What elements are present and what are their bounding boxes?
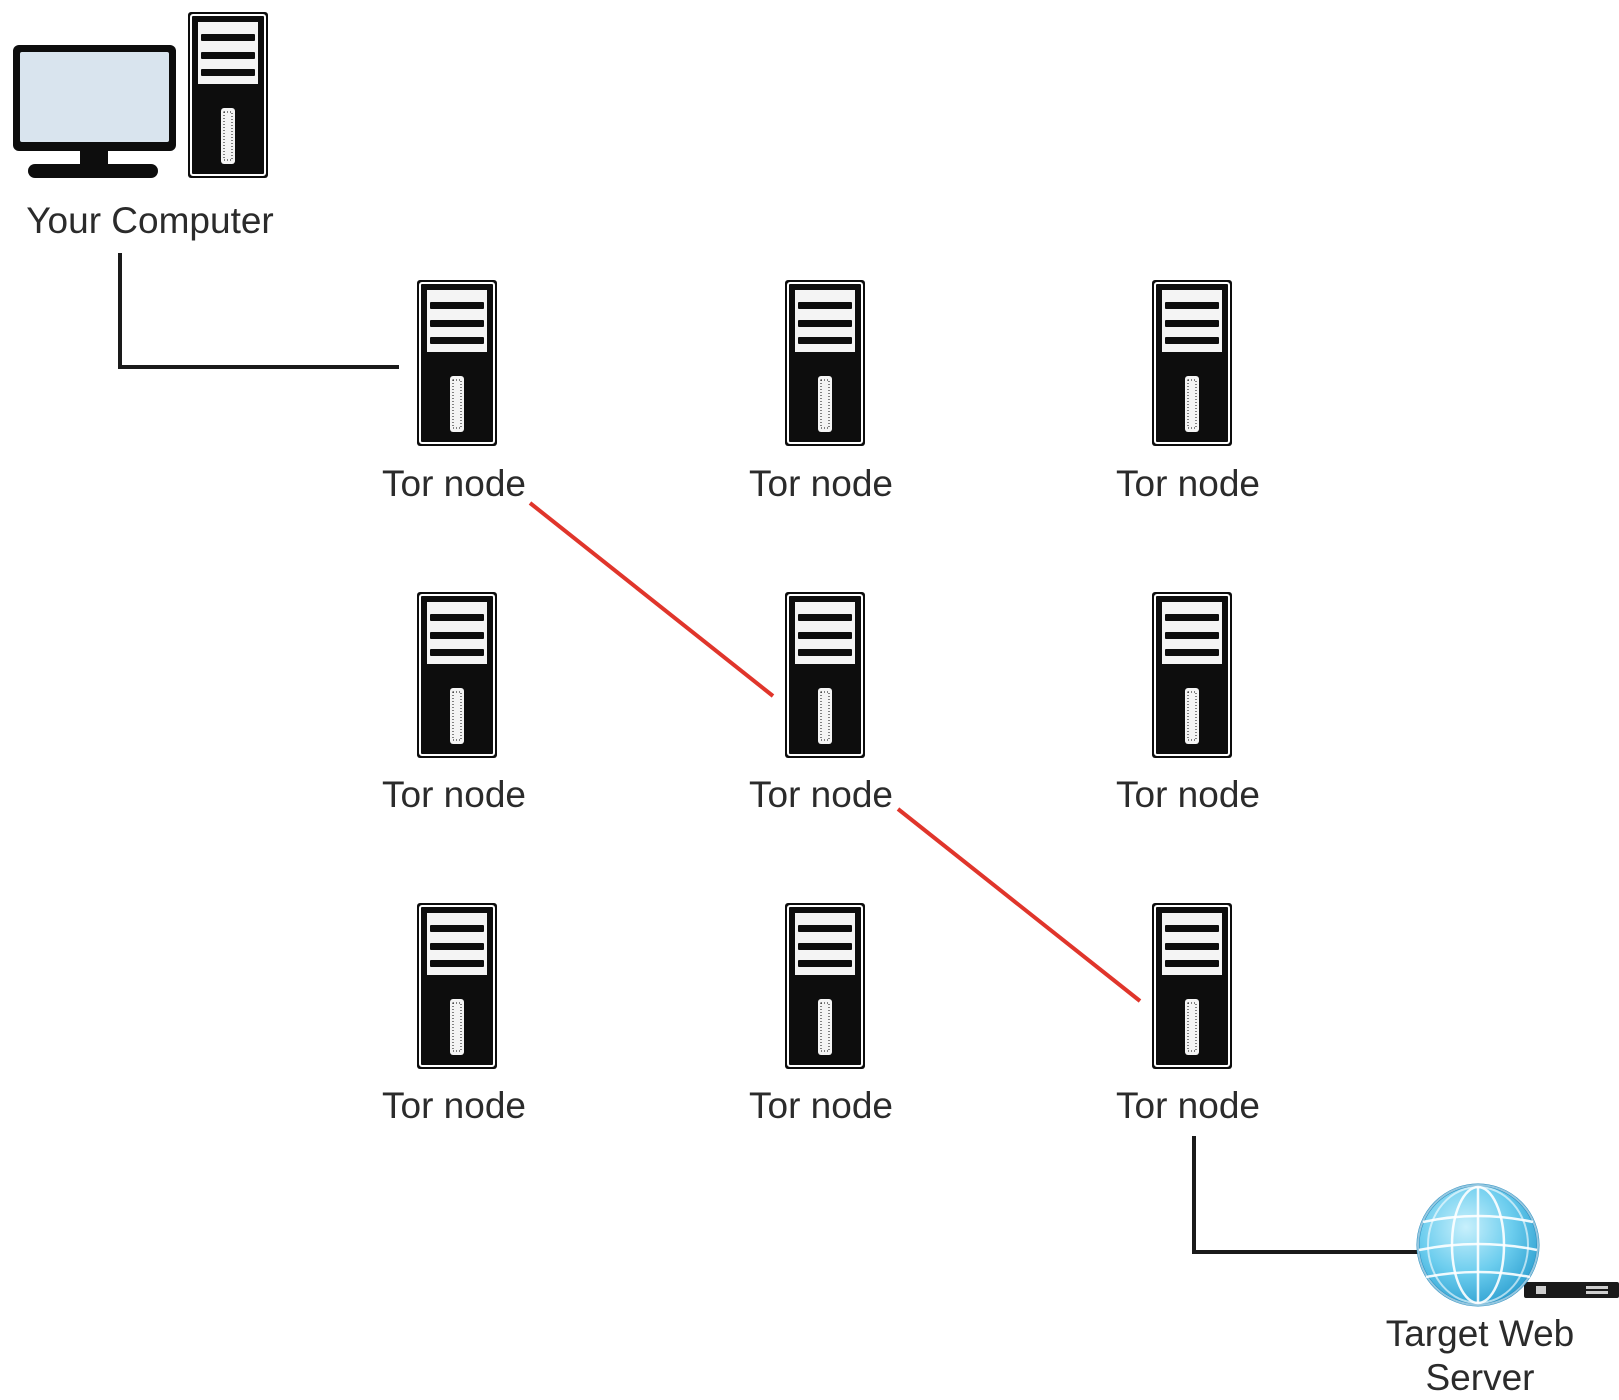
tor-node-label-1-2: Tor node: [749, 463, 893, 504]
tor-node-icon-3-2: [784, 902, 866, 1070]
tor-node-label-2-2: Tor node: [749, 774, 893, 815]
tor-node-label-3-3: Tor node: [1116, 1085, 1260, 1126]
tor-node-icon-1-1: [416, 279, 498, 447]
target-label-line2: Server: [1425, 1357, 1535, 1398]
computer-label: Your Computer: [26, 200, 274, 241]
tor-node-icon-1-2: [784, 279, 866, 447]
tor-node-icon-2-3: [1151, 591, 1233, 759]
tor-node-label-3-1: Tor node: [382, 1085, 526, 1126]
target-label: Target Web Server: [1386, 1312, 1575, 1400]
link-exit-node-to-target: [1192, 1136, 1418, 1254]
tor-node-label-1-3: Tor node: [1116, 463, 1260, 504]
circuit-link-entry-to-middle: [528, 501, 775, 698]
link-computer-to-entry-node: [118, 253, 399, 369]
target-label-line1: Target Web: [1385, 1313, 1575, 1354]
tor-node-label-3-2: Tor node: [749, 1085, 893, 1126]
circuit-link-middle-to-exit: [896, 807, 1142, 1003]
tor-node-icon-3-1: [416, 902, 498, 1070]
tor-node-label-2-1: Tor node: [382, 774, 526, 815]
tor-node-icon-2-1: [416, 591, 498, 759]
tor-node-icon-1-3: [1151, 279, 1233, 447]
tor-node-label-2-3: Tor node: [1116, 774, 1260, 815]
tor-node-label-1-1: Tor node: [382, 463, 526, 504]
globe-server-icon: [1416, 1183, 1619, 1307]
tor-node-icon-3-3: [1151, 902, 1233, 1070]
tor-node-icon-2-2: [784, 591, 866, 759]
desktop-computer-icon: [13, 11, 269, 179]
